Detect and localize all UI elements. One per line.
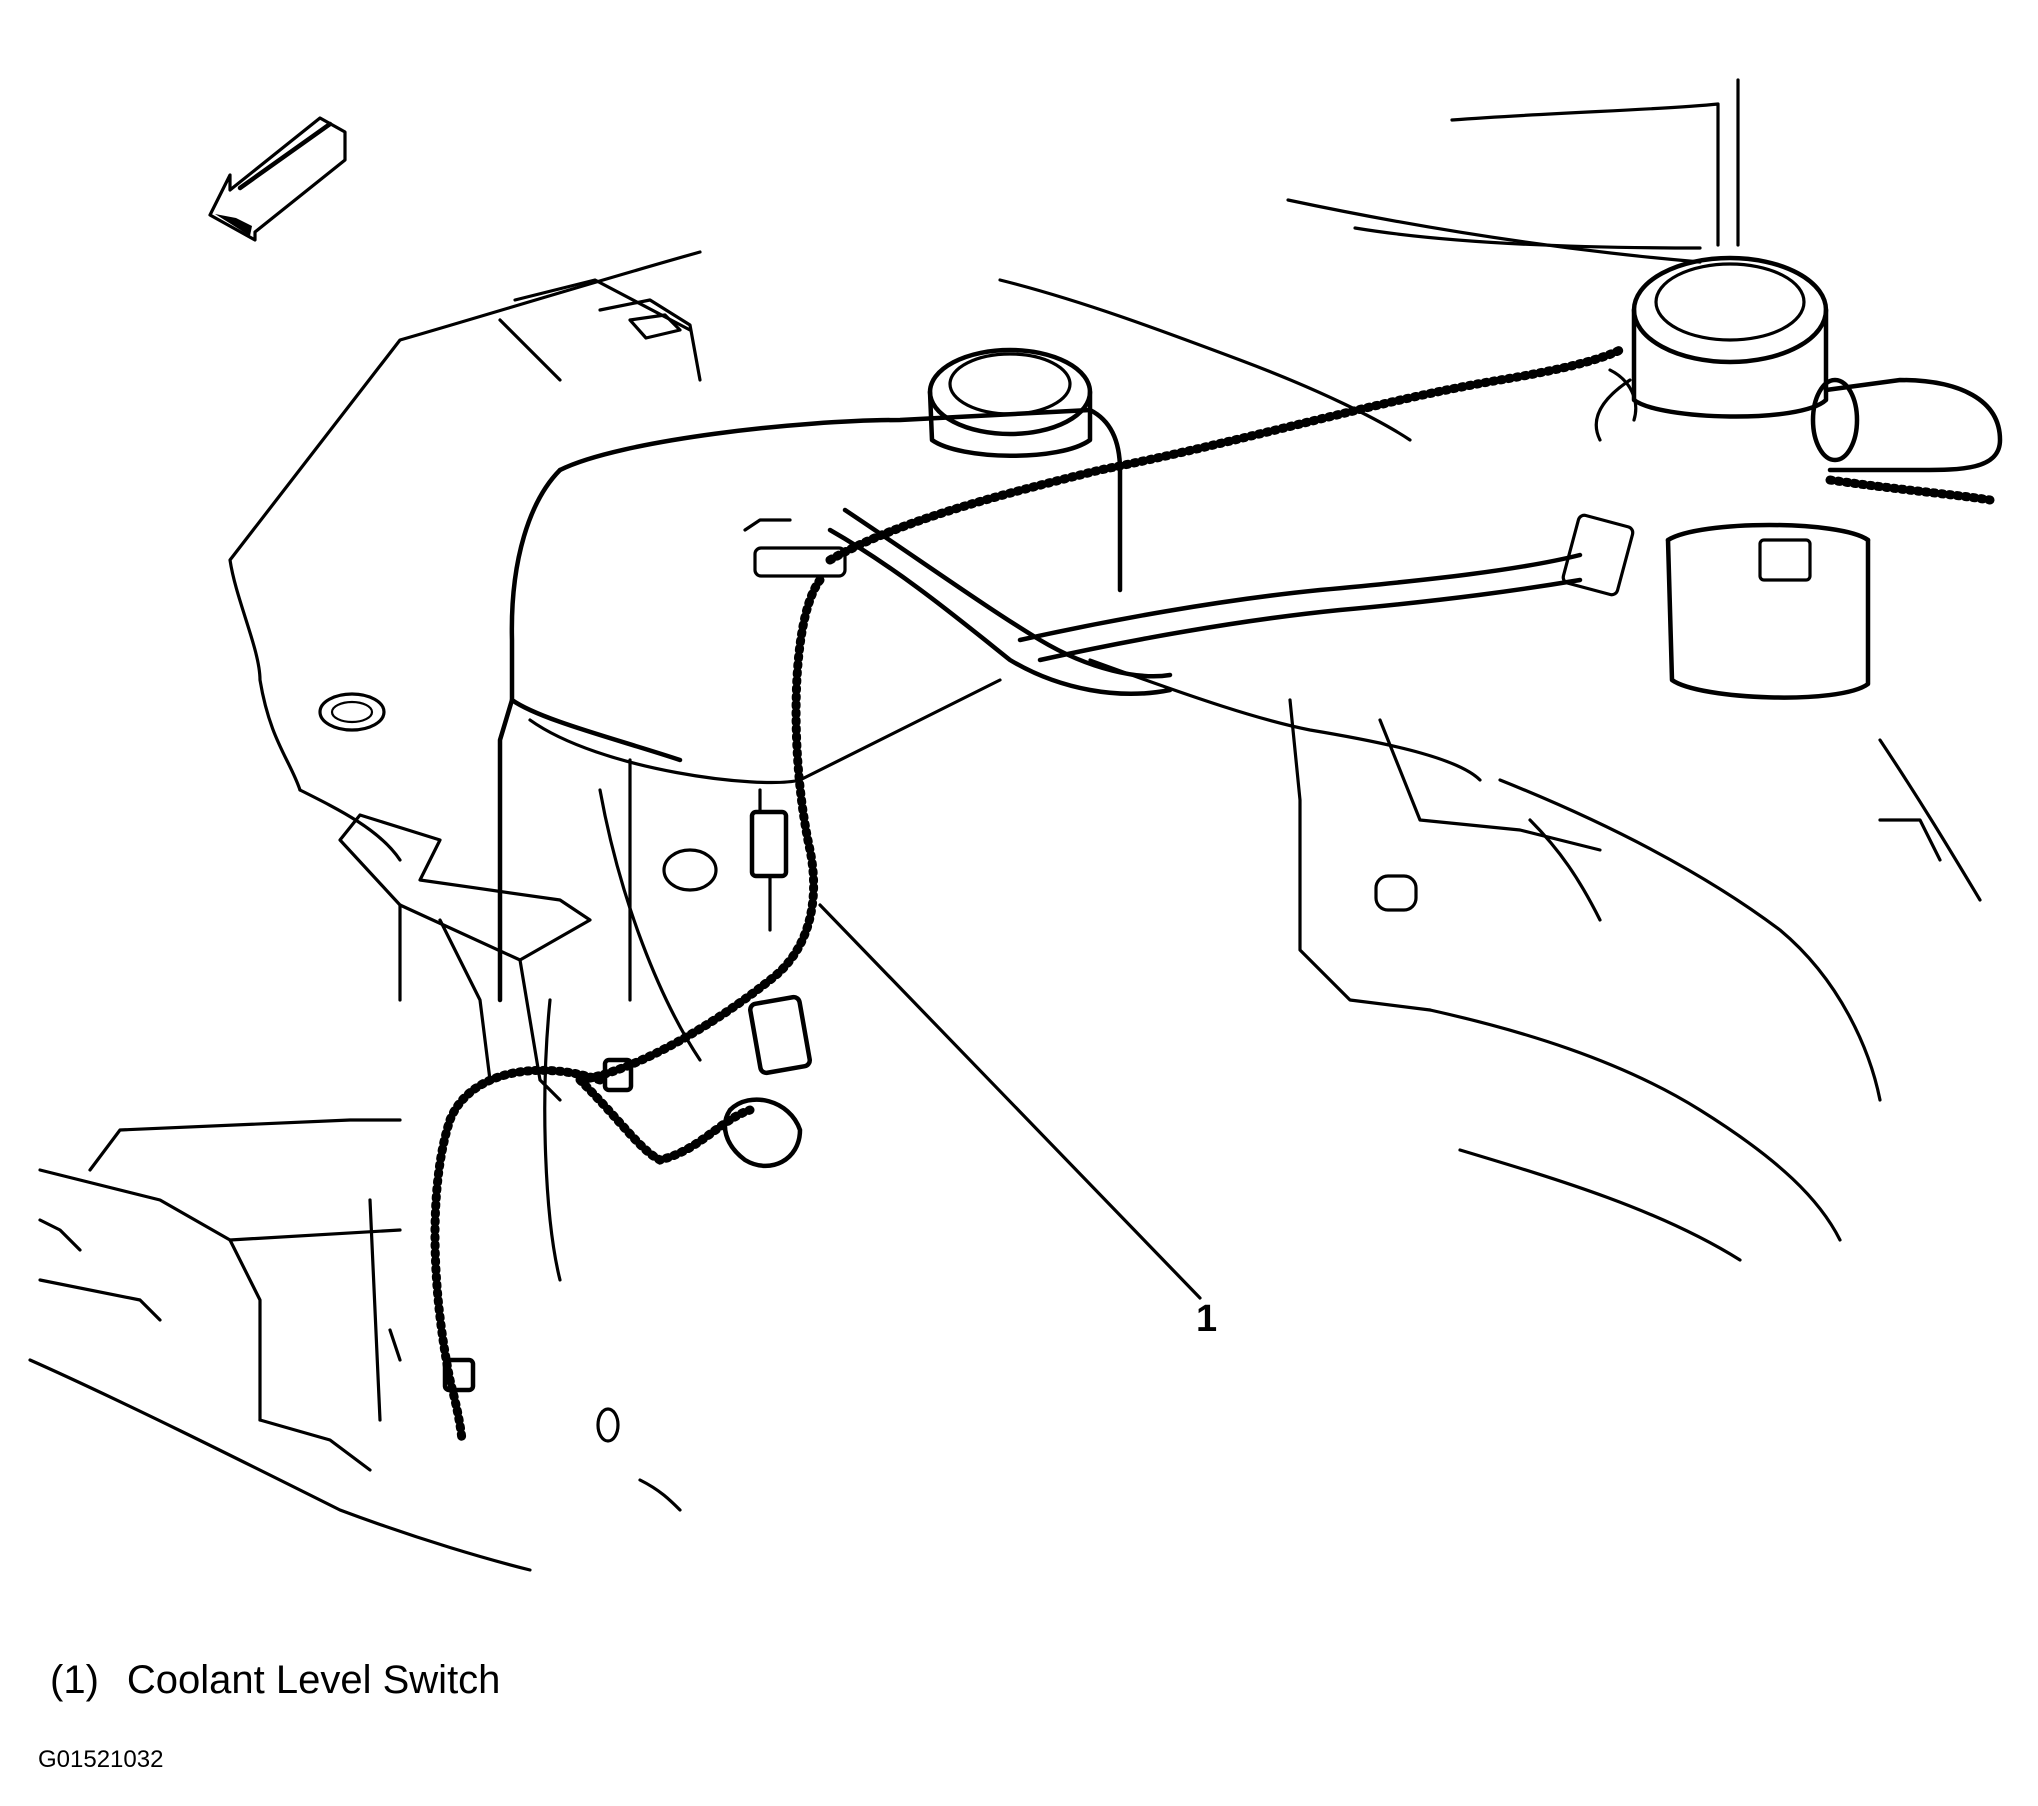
coolant-level-switch	[442, 788, 812, 1393]
coolant-hoses	[827, 507, 1635, 696]
wiring-harness	[430, 345, 1995, 1445]
frame-rail	[1088, 658, 1982, 1262]
callout-1-leader	[818, 903, 1202, 1300]
fender-outline	[228, 250, 1412, 862]
coolant-reservoir	[497, 347, 1123, 1062]
upper-body-panels	[1286, 78, 1740, 264]
callout-1-label: 1	[1196, 1298, 1218, 1340]
right-canister	[1594, 255, 2003, 700]
front-direction-arrow-icon	[208, 116, 347, 242]
figure-legend: (1) Coolant Level Switch	[50, 1658, 500, 1703]
legend-item-label: Coolant Level Switch	[126, 1658, 501, 1702]
legend-item-number: (1)	[50, 1658, 99, 1702]
lower-left-structure	[28, 1118, 682, 1572]
reservoir-bracket	[338, 813, 592, 1282]
figure-id: G01521032	[38, 1746, 164, 1773]
